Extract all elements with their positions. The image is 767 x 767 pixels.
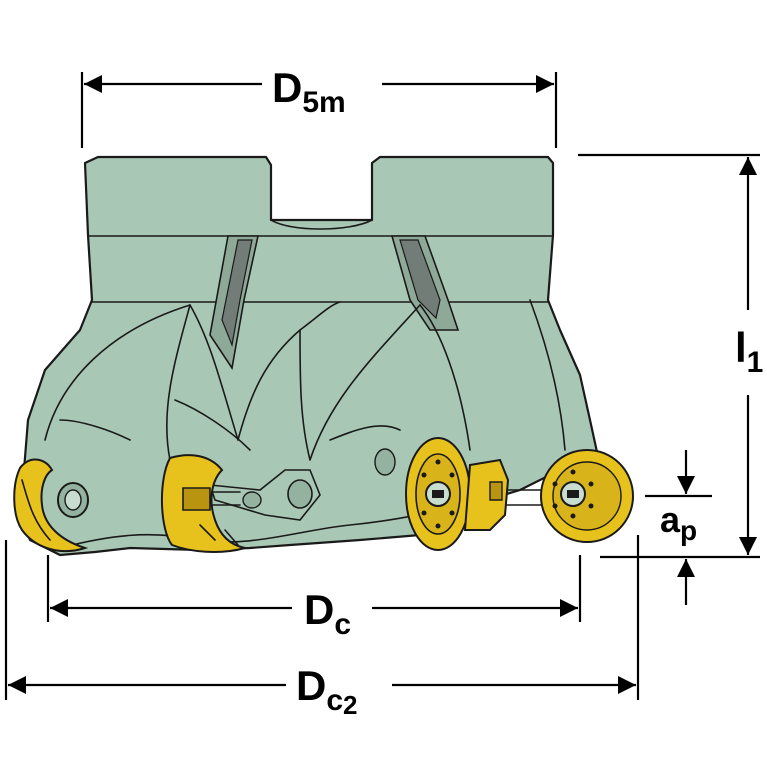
- label-dc2: Dc2: [296, 662, 358, 720]
- pocket-detail-1: [208, 469, 321, 521]
- insert-left: [13, 458, 89, 553]
- dimension-dc: Dc: [46, 555, 582, 641]
- dimension-d5m: D5m: [80, 64, 558, 148]
- flute-left-shadow: [221, 239, 253, 348]
- label-ap: ap: [660, 499, 697, 546]
- lobe-6: [529, 299, 566, 451]
- lobe-7: [59, 419, 131, 441]
- insert-screw-icon: [425, 481, 451, 507]
- insert-screw-icon: [560, 481, 586, 507]
- label-l1: l1: [735, 324, 763, 379]
- slot-floor: [270, 219, 373, 230]
- dimension-ap: ap: [645, 450, 712, 605]
- lobe-3: [174, 399, 251, 451]
- insert-screw-icon: [57, 482, 89, 518]
- label-dc: Dc: [304, 586, 351, 641]
- lobe-2: [189, 301, 341, 441]
- pocket-connector-2: [504, 489, 546, 506]
- lobe-8: [329, 425, 401, 441]
- insert-center-right: [405, 437, 510, 551]
- dimension-dc2: Dc2: [4, 535, 640, 720]
- flute-right-shadow: [399, 239, 441, 320]
- insert-center-left: [161, 454, 246, 553]
- label-d5m: D5m: [272, 64, 346, 119]
- cutter-body: [20, 155, 599, 557]
- lobe-4: [299, 304, 421, 461]
- recess-dimple: [374, 448, 396, 476]
- dimension-l1: l1: [578, 153, 763, 559]
- insert-right: [540, 449, 634, 543]
- lobe-5: [419, 304, 471, 451]
